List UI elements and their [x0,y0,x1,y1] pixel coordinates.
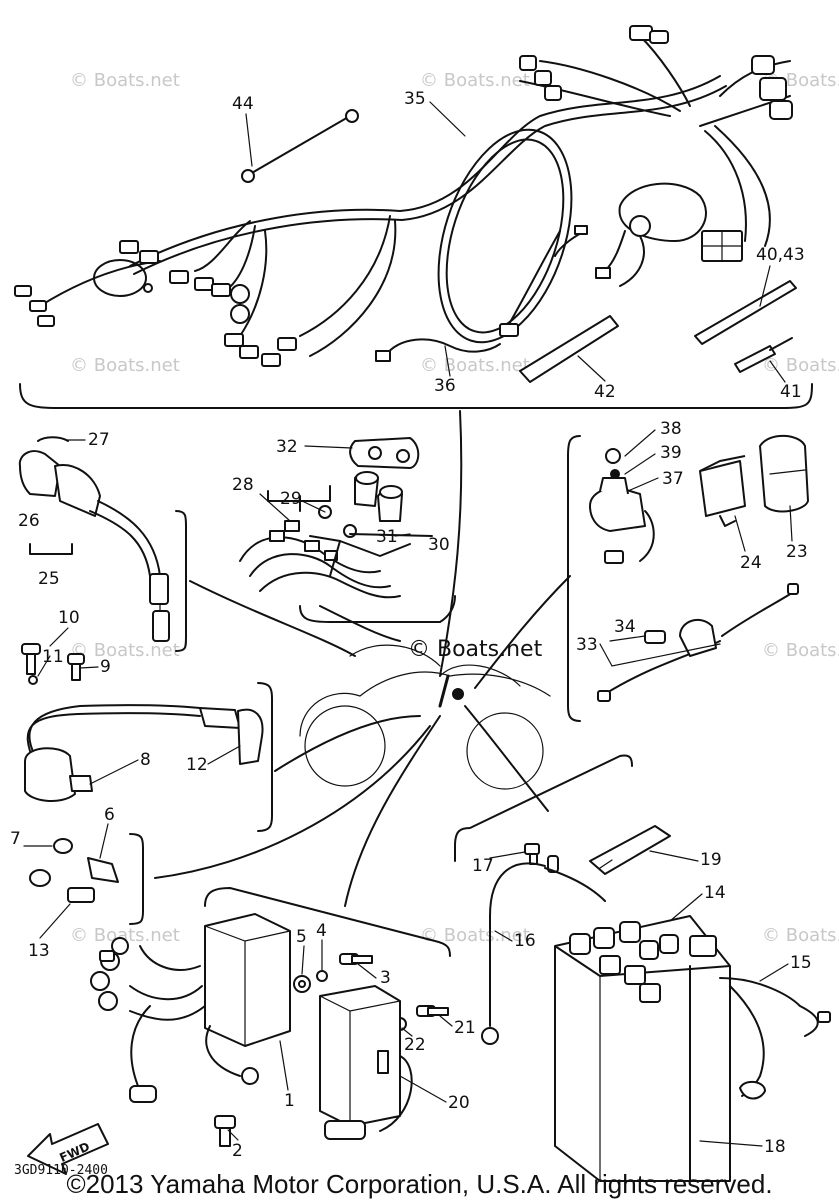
part-26-connector [18,436,170,642]
callout: 2 [232,1141,243,1161]
watermark: © Boats.net [762,640,839,661]
part-32-gasket [349,437,420,469]
part-28-31-connector-kit [239,471,433,599]
callout: 16 [514,931,536,951]
callout: 9 [100,657,111,677]
part-41-clip [734,337,793,373]
leader-lines [154,410,571,907]
bolt-17 [524,843,559,873]
callout: 35 [404,89,426,109]
part-1-cdi-unit [90,913,291,1103]
copyright-footer: ©2013 Yamaha Motor Corporation, U.S.A. A… [66,1169,773,1199]
callout: 30 [428,535,450,555]
callout: 25 [38,569,60,589]
bolts-10-11-9 [21,643,85,685]
callout: 21 [454,1018,476,1038]
part-14-battery [554,915,731,1182]
bracket-1-22 [204,887,451,957]
callout: 37 [662,469,684,489]
callout: 41 [780,382,802,402]
watermark: © Boats.net [70,355,180,376]
callout: 36 [434,376,456,396]
part-16-lead [481,862,606,1045]
callouts: 44 35 36 42 40,43 41 27 26 25 32 28 29 3… [10,89,812,1161]
part-23-cover [759,434,809,513]
watermarks: © Boats.net © Boats.net © Boats.net © Bo… [70,70,839,946]
bracket-28-30 [299,595,456,623]
bracket-right-mid [567,435,581,722]
watermark: © Boats.net [70,640,180,661]
callout: 4 [316,921,327,941]
part-40-43-band [694,280,797,345]
watermark-center: © Boats.net [408,637,543,662]
bracket-25-26 [29,543,73,555]
watermark: © Boats.net [420,925,530,946]
bracket-battery [454,754,633,862]
drawing-code: 3GD9110-2400 [14,1163,108,1178]
callout: 15 [790,953,812,973]
callout: 8 [140,750,151,770]
bolt-2 [214,1115,236,1147]
callout: 32 [276,437,298,457]
group-bracket-top [19,383,813,409]
callout: 44 [232,94,254,114]
part-24-relay [699,455,746,527]
part-8-ignition-coil [24,704,201,802]
callout: 6 [104,805,115,825]
callout: 13 [28,941,50,961]
part-36-lead [375,338,501,362]
callout: 20 [448,1093,470,1113]
callout: 42 [594,382,616,402]
callout: 39 [660,443,682,463]
part-20-rectifier [319,985,413,1140]
callout: 40,43 [756,245,805,265]
callout: 23 [786,542,808,562]
watermark: © Boats.net [420,70,530,91]
wire-harness-35 [14,25,793,367]
callout: 28 [232,475,254,495]
part-12-plug-cap [199,707,264,765]
callout: 33 [576,635,598,655]
watermark: © Boats.net [70,925,180,946]
callout: 12 [186,755,208,775]
bracket-6-13 [129,833,144,925]
callout: 1 [284,1091,295,1111]
sensors-6-7-13 [29,838,119,903]
watermark: © Boats.net [70,70,180,91]
callout-leaders [23,101,793,1147]
watermark: © Boats.net [420,355,530,376]
bracket-left-mid [175,510,187,652]
watermark: © Boats.net [762,355,839,376]
callout: 22 [404,1035,426,1055]
part-37-starter-relay [589,448,655,564]
callout: 26 [18,511,40,531]
callout: 19 [700,850,722,870]
part-15-vent-hose [719,977,831,1100]
bracket-8-12 [257,682,273,832]
callout: 17 [472,856,494,876]
watermark: © Boats.net [762,925,839,946]
callout: 34 [614,617,636,637]
callout: 11 [42,647,64,667]
callout: 31 [376,527,398,547]
vehicle-outline [299,644,551,790]
part-42-band [519,315,619,383]
part-19-band [589,825,671,875]
callout: 38 [660,419,682,439]
callout: 29 [280,489,302,509]
callout: 27 [88,430,110,450]
callout: 10 [58,608,80,628]
callout: 14 [704,883,726,903]
fasteners-3-4-5-21-22 [293,953,449,1031]
callout: 18 [764,1137,786,1157]
callout: 5 [296,927,307,947]
part-44-lead [241,109,359,183]
callout: 7 [10,829,21,849]
callout: 3 [380,968,391,988]
callout: 24 [740,553,762,573]
